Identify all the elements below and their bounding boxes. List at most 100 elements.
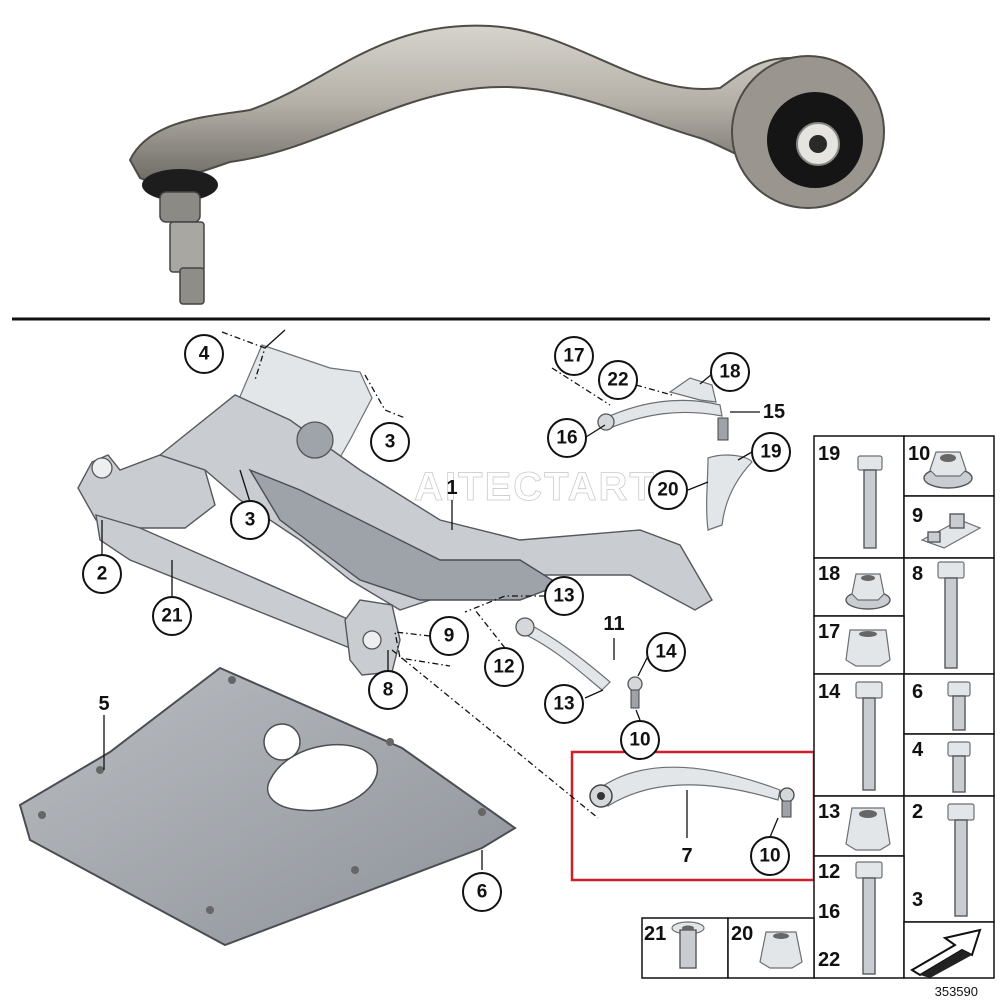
hex-bolt-icon bbox=[855, 681, 883, 791]
grid-label-12: 12 bbox=[818, 861, 840, 883]
svg-text:14: 14 bbox=[655, 642, 677, 663]
watermark-text: AITECTART bbox=[414, 465, 656, 509]
leader-9 bbox=[394, 631, 451, 667]
svg-text:16: 16 bbox=[556, 428, 577, 449]
shield-plate bbox=[18, 666, 517, 947]
callout-19: 19 bbox=[751, 432, 791, 472]
callout-10-lower: 10 bbox=[750, 836, 790, 876]
svg-text:2: 2 bbox=[97, 564, 108, 585]
label-7: 7 bbox=[681, 845, 692, 867]
catalog-number: 353590 bbox=[935, 984, 978, 999]
upper-arm-body bbox=[604, 399, 723, 429]
callout-8: 8 bbox=[368, 670, 408, 710]
arm7-stud bbox=[781, 800, 792, 818]
arm-bushing-hole bbox=[809, 135, 827, 153]
shield-cutout-small bbox=[263, 723, 301, 761]
leader-3b bbox=[239, 469, 251, 503]
grid-label-20: 20 bbox=[731, 923, 753, 945]
strut-mount-hole bbox=[296, 421, 334, 459]
highlighted-control-arm bbox=[589, 766, 795, 818]
long-bolt-icon bbox=[855, 861, 883, 975]
hex-nut-icon bbox=[845, 807, 891, 851]
mount-bushing-right bbox=[362, 630, 382, 650]
leader-lines bbox=[101, 329, 779, 870]
grid-label-3: 3 bbox=[912, 889, 923, 911]
shield-bolt-c bbox=[206, 906, 214, 914]
ball-joint-boot bbox=[142, 169, 218, 201]
short-bolt-icon bbox=[947, 741, 971, 793]
svg-text:10: 10 bbox=[629, 730, 650, 751]
arm7-ball-joint bbox=[779, 787, 795, 803]
callout-10-upper: 10 bbox=[620, 720, 660, 760]
svg-text:13: 13 bbox=[553, 694, 574, 715]
leader-17 bbox=[551, 367, 611, 406]
upper-ball-joint bbox=[717, 417, 729, 441]
ball-joint-thread bbox=[179, 267, 205, 305]
svg-text:20: 20 bbox=[657, 480, 678, 501]
callouts: 4 3 3 17 22 18 15 16 19 20 1 2 21 13 11 … bbox=[82, 334, 791, 912]
shield-bolt-e bbox=[478, 808, 486, 816]
label-1: 1 bbox=[446, 477, 457, 499]
grid-label-10: 10 bbox=[908, 443, 930, 465]
callout-13-lower: 13 bbox=[544, 684, 584, 724]
shield-bolt-a bbox=[96, 766, 104, 774]
upper-control-arm bbox=[597, 377, 729, 441]
shield-bolt-f bbox=[386, 738, 394, 746]
hex-bolt-icon bbox=[937, 561, 965, 669]
grid-label-9: 9 bbox=[912, 505, 923, 527]
callout-3-upper: 3 bbox=[370, 422, 410, 462]
short-bolt-icon bbox=[947, 681, 971, 731]
leader-22 bbox=[635, 384, 673, 396]
sleeve-icon bbox=[671, 921, 705, 969]
leader-3a bbox=[364, 374, 406, 419]
svg-text:3: 3 bbox=[245, 510, 256, 531]
callout-21: 21 bbox=[152, 596, 192, 636]
arrow-icon bbox=[910, 928, 982, 978]
grid-label-16: 16 bbox=[818, 901, 840, 923]
grid-label-2: 2 bbox=[912, 801, 923, 823]
arm7-body bbox=[599, 766, 781, 807]
callout-3-lower: 3 bbox=[230, 500, 270, 540]
callout-20: 20 bbox=[648, 470, 688, 510]
grid-label-13: 13 bbox=[818, 801, 840, 823]
callout-17: 17 bbox=[554, 336, 594, 376]
svg-text:3: 3 bbox=[385, 432, 396, 453]
svg-text:9: 9 bbox=[444, 626, 455, 647]
callout-12: 12 bbox=[484, 647, 524, 687]
grid-label-4: 4 bbox=[912, 739, 924, 761]
ball-joint-neck bbox=[159, 191, 201, 223]
callout-14: 14 bbox=[646, 632, 686, 672]
svg-text:21: 21 bbox=[161, 606, 183, 627]
label-11: 11 bbox=[603, 613, 624, 635]
svg-text:10: 10 bbox=[759, 846, 780, 867]
subframe-cross-member bbox=[248, 468, 562, 601]
shield-bolt-b bbox=[38, 811, 46, 819]
svg-text:4: 4 bbox=[199, 344, 210, 365]
hex-nut-icon bbox=[759, 931, 803, 969]
ball-joint-stud bbox=[169, 221, 205, 273]
svg-text:19: 19 bbox=[760, 442, 781, 463]
arm7-bushing-hole bbox=[597, 792, 605, 800]
leader-20 bbox=[687, 481, 709, 491]
grid-label-21: 21 bbox=[644, 923, 666, 945]
svg-text:22: 22 bbox=[607, 370, 628, 391]
leader-10a bbox=[635, 709, 641, 721]
lateral-link-stud bbox=[630, 689, 640, 709]
leader-19 bbox=[737, 451, 753, 461]
grid-label-22: 22 bbox=[818, 949, 840, 971]
leader-7-dash bbox=[391, 649, 599, 819]
flange-nut-icon bbox=[923, 451, 973, 489]
grid-label-17: 17 bbox=[818, 621, 840, 643]
lateral-link-body bbox=[519, 621, 611, 691]
callout-18: 18 bbox=[710, 352, 750, 392]
subframe-main-beam bbox=[158, 394, 713, 611]
label-15: 15 bbox=[763, 401, 785, 423]
lateral-link bbox=[515, 617, 643, 709]
callout-2: 2 bbox=[82, 554, 122, 594]
grid-label-14: 14 bbox=[818, 681, 841, 703]
leader-4b bbox=[264, 329, 286, 349]
upper-arm-bushing bbox=[597, 413, 615, 431]
callout-16: 16 bbox=[547, 418, 587, 458]
mount-bushing-left bbox=[91, 457, 113, 479]
